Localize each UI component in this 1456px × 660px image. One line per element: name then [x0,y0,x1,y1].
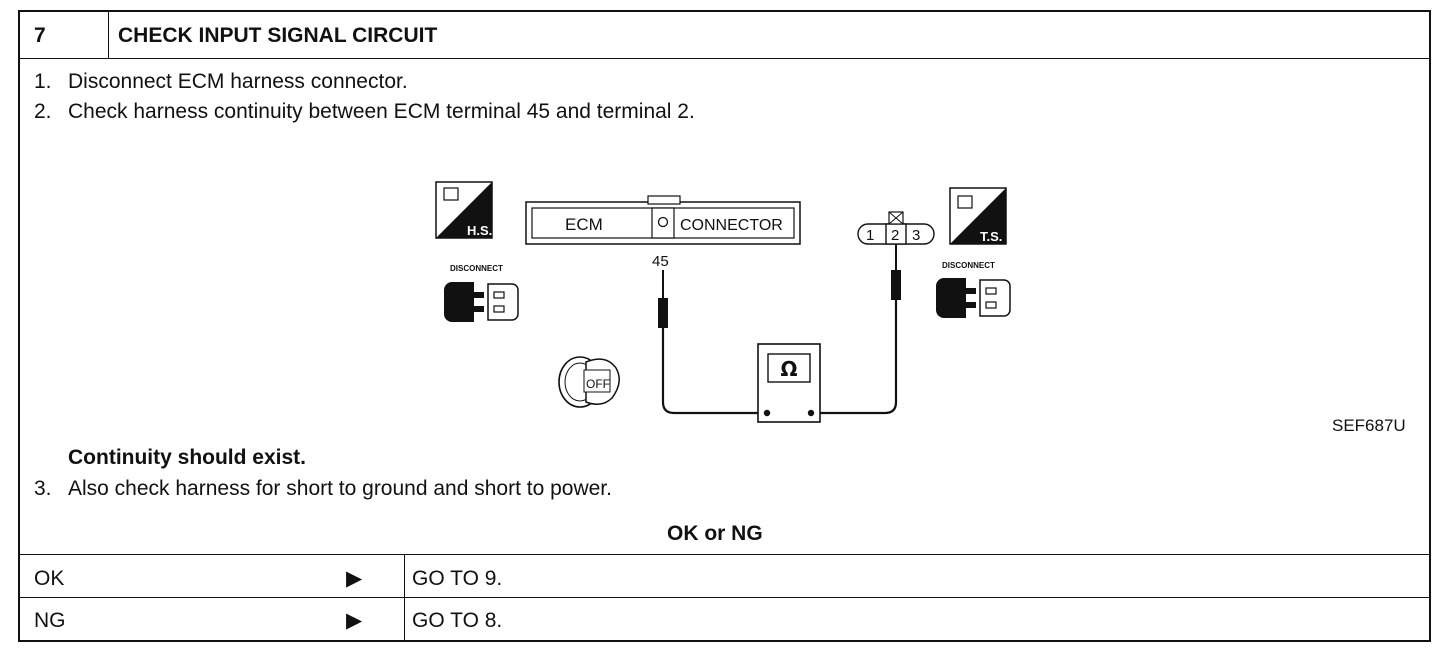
harness-side-icon [443,187,459,201]
decision-column-divider [404,554,405,642]
terminal-side-icon [957,195,973,209]
step-title: CHECK INPUT SIGNAL CIRCUIT [118,24,438,47]
hs-badge-label: H.S. [467,223,492,238]
step-number: 7 [34,24,46,47]
decision-heading: OK or NG [667,522,763,545]
disconnect-label-left: DISCONNECT [450,264,503,273]
decision-ok-action: GO TO 9. [412,567,503,590]
decision-ng-label: NG [34,609,66,632]
figure-id: SEF687U [1332,416,1406,435]
header-separator [20,58,1429,59]
ignition-key-off-icon: OFF [558,356,620,408]
decision-separator-top [20,554,1429,555]
result-note: Continuity should exist. [68,446,307,469]
instruction-1-number: 1. [34,70,52,93]
probe-lead-ecm [658,270,760,415]
disconnect-icon-left: DISCONNECT [444,264,519,322]
decision-separator-middle [20,597,1429,598]
disconnect-icon-right: DISCONNECT [936,261,1011,318]
ecm-terminal-number: 45 [652,253,669,270]
procedure-table: 7 CHECK INPUT SIGNAL CIRCUIT 1. Disconne… [18,10,1431,642]
continuity-check-diagram: H.S. ECM CONNECTOR 45 DISCONNECT [435,181,1011,423]
arrow-right-icon: ▶ [346,609,363,632]
decision-ok-label: OK [34,567,65,590]
arrow-right-icon: ▶ [346,567,363,590]
header-divider [108,12,109,58]
ecm-terminal-45-cavity [651,207,675,239]
ohmmeter: Ω [757,343,821,423]
sensor-terminal-1: 1 [866,227,874,244]
instruction-1-text: Disconnect ECM harness connector. [68,70,408,93]
sensor-connector: 1 2 3 [857,211,935,245]
instruction-2-number: 2. [34,100,52,123]
hs-badge: H.S. [435,181,493,239]
ignition-label: OFF [586,377,610,391]
ts-badge-label: T.S. [980,229,1002,244]
instruction-2-text: Check harness continuity between ECM ter… [68,100,695,123]
decision-ng-action: GO TO 8. [412,609,503,632]
sensor-terminal-3: 3 [912,227,920,244]
ts-badge: T.S. [949,187,1007,245]
sensor-terminal-2: 2 [891,227,899,244]
connector-label: CONNECTOR [680,217,783,234]
probe-lead-sensor [810,244,901,415]
instruction-3-number: 3. [34,477,52,500]
ecm-connector: ECM CONNECTOR 45 [525,195,801,270]
ecm-label: ECM [565,215,603,234]
disconnect-label-right: DISCONNECT [942,261,995,270]
ohm-symbol: Ω [780,357,797,381]
instruction-3-text: Also check harness for short to ground a… [68,477,612,500]
